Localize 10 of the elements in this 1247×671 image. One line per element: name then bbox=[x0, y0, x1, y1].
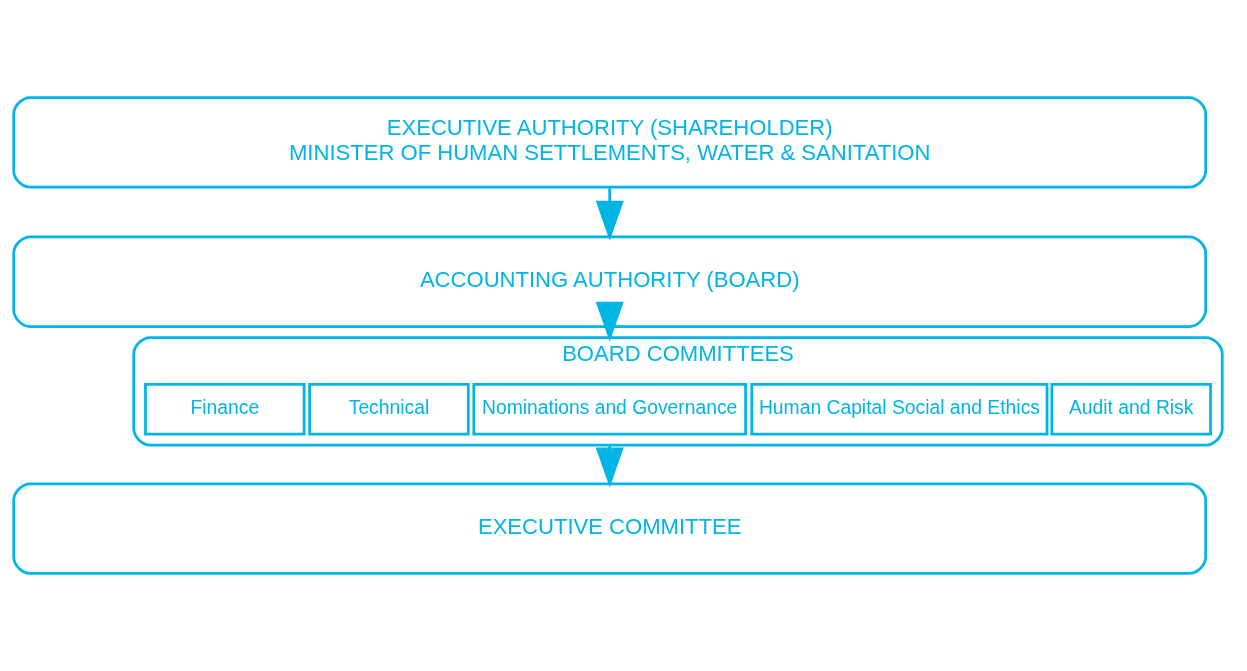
node-box: Audit and Risk bbox=[1050, 383, 1212, 436]
node-box: Technical bbox=[308, 383, 470, 436]
node-box: EXECUTIVE COMMITTEE bbox=[12, 482, 1208, 575]
arrow bbox=[595, 447, 624, 488]
arrow bbox=[595, 301, 624, 342]
node-box: Finance bbox=[144, 383, 306, 436]
node-box: Human Capital Social and Ethics bbox=[750, 383, 1049, 436]
node-box: EXECUTIVE AUTHORITY (SHAREHOLDER) MINISTER OF HUMAN SETTLEMENTS, WATER & SANITATION bbox=[12, 96, 1208, 189]
arrow bbox=[595, 187, 624, 241]
node-box: Nominations and Governance bbox=[472, 383, 747, 436]
